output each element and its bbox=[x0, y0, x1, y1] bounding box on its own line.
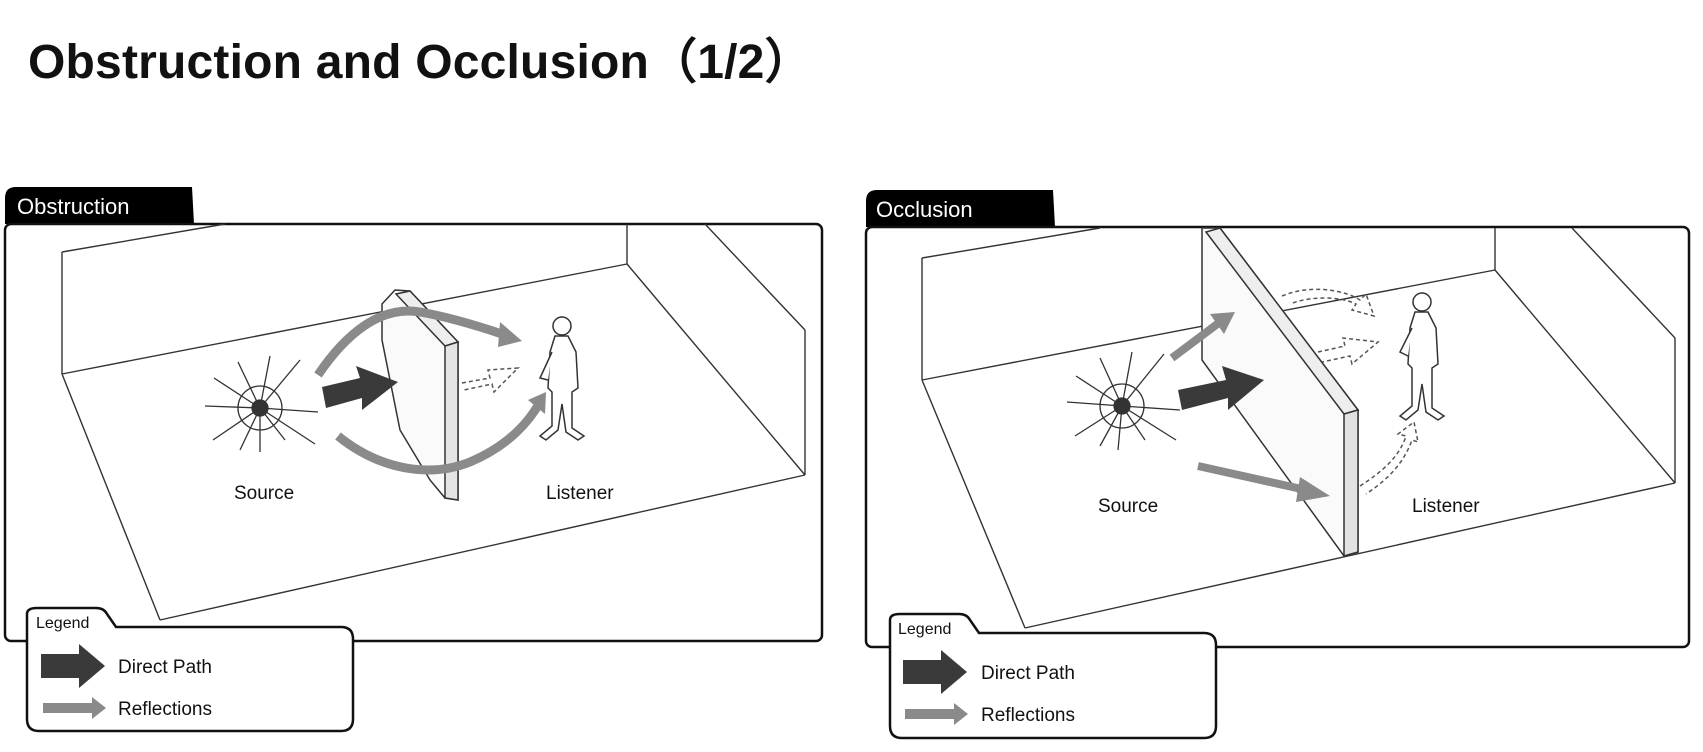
obstruction-room bbox=[61, 223, 806, 621]
occlusion-panel: Occlusion bbox=[864, 190, 1691, 740]
arrowhead bbox=[1296, 477, 1330, 502]
occlusion-reflection-arrow-bottom bbox=[1197, 462, 1307, 494]
occlusion-dotted-arrow-bottom bbox=[1359, 420, 1419, 495]
legend-title: Legend bbox=[36, 615, 89, 632]
arrowhead bbox=[498, 322, 522, 347]
legend-title: Legend bbox=[898, 621, 951, 638]
legend-reflections-label: Reflections bbox=[981, 705, 1075, 726]
obstruction-reflection-arrow-bottom bbox=[335, 399, 544, 475]
occlusion-direct-arrow bbox=[1178, 366, 1264, 410]
arrowhead bbox=[1210, 312, 1235, 334]
obstruction-listener-label: Listener bbox=[546, 483, 614, 504]
occlusion-dotted-arrow-middle bbox=[1317, 337, 1380, 366]
occlusion-source-label: Source bbox=[1098, 496, 1158, 517]
obstruction-source-label: Source bbox=[234, 483, 294, 504]
occlusion-tab bbox=[866, 190, 1055, 227]
obstruction-tab-label: Obstruction bbox=[17, 194, 130, 219]
occlusion-source-icon bbox=[1066, 351, 1181, 451]
reflections-icon bbox=[43, 697, 106, 719]
occlusion-reflection-arrow-top bbox=[1169, 318, 1223, 362]
obstruction-listener-icon bbox=[538, 316, 586, 441]
arrowhead bbox=[528, 392, 546, 414]
obstruction-tab bbox=[5, 187, 194, 224]
occlusion-dotted-arrow-top bbox=[1281, 288, 1376, 318]
legend-reflections-label: Reflections bbox=[118, 699, 212, 720]
obstruction-direct-arrow bbox=[322, 366, 398, 410]
occlusion-tab-label: Occlusion bbox=[876, 197, 973, 222]
obstruction-dotted-arrow bbox=[461, 367, 520, 394]
direct-path-icon bbox=[903, 650, 967, 694]
reflections-icon bbox=[905, 703, 968, 725]
occlusion-legend: Legend Direct Path Reflections bbox=[888, 612, 1218, 740]
page-title: Obstruction and Occlusion（1/2） bbox=[28, 36, 813, 89]
obstruction-source-icon bbox=[204, 355, 319, 452]
obstruction-reflection-arrow-top bbox=[314, 306, 507, 378]
legend-direct-label: Direct Path bbox=[118, 657, 212, 678]
direct-path-icon bbox=[41, 644, 105, 688]
obstruction-legend: Legend Direct Path Reflections bbox=[25, 606, 355, 733]
occlusion-room bbox=[921, 227, 1676, 629]
occlusion-listener-label: Listener bbox=[1412, 496, 1480, 517]
occlusion-listener-icon bbox=[1398, 292, 1446, 421]
obstruction-wall bbox=[381, 289, 460, 501]
occlusion-wall bbox=[1201, 227, 1360, 557]
legend-direct-label: Direct Path bbox=[981, 663, 1075, 684]
obstruction-panel: Obstruction bbox=[3, 187, 824, 733]
